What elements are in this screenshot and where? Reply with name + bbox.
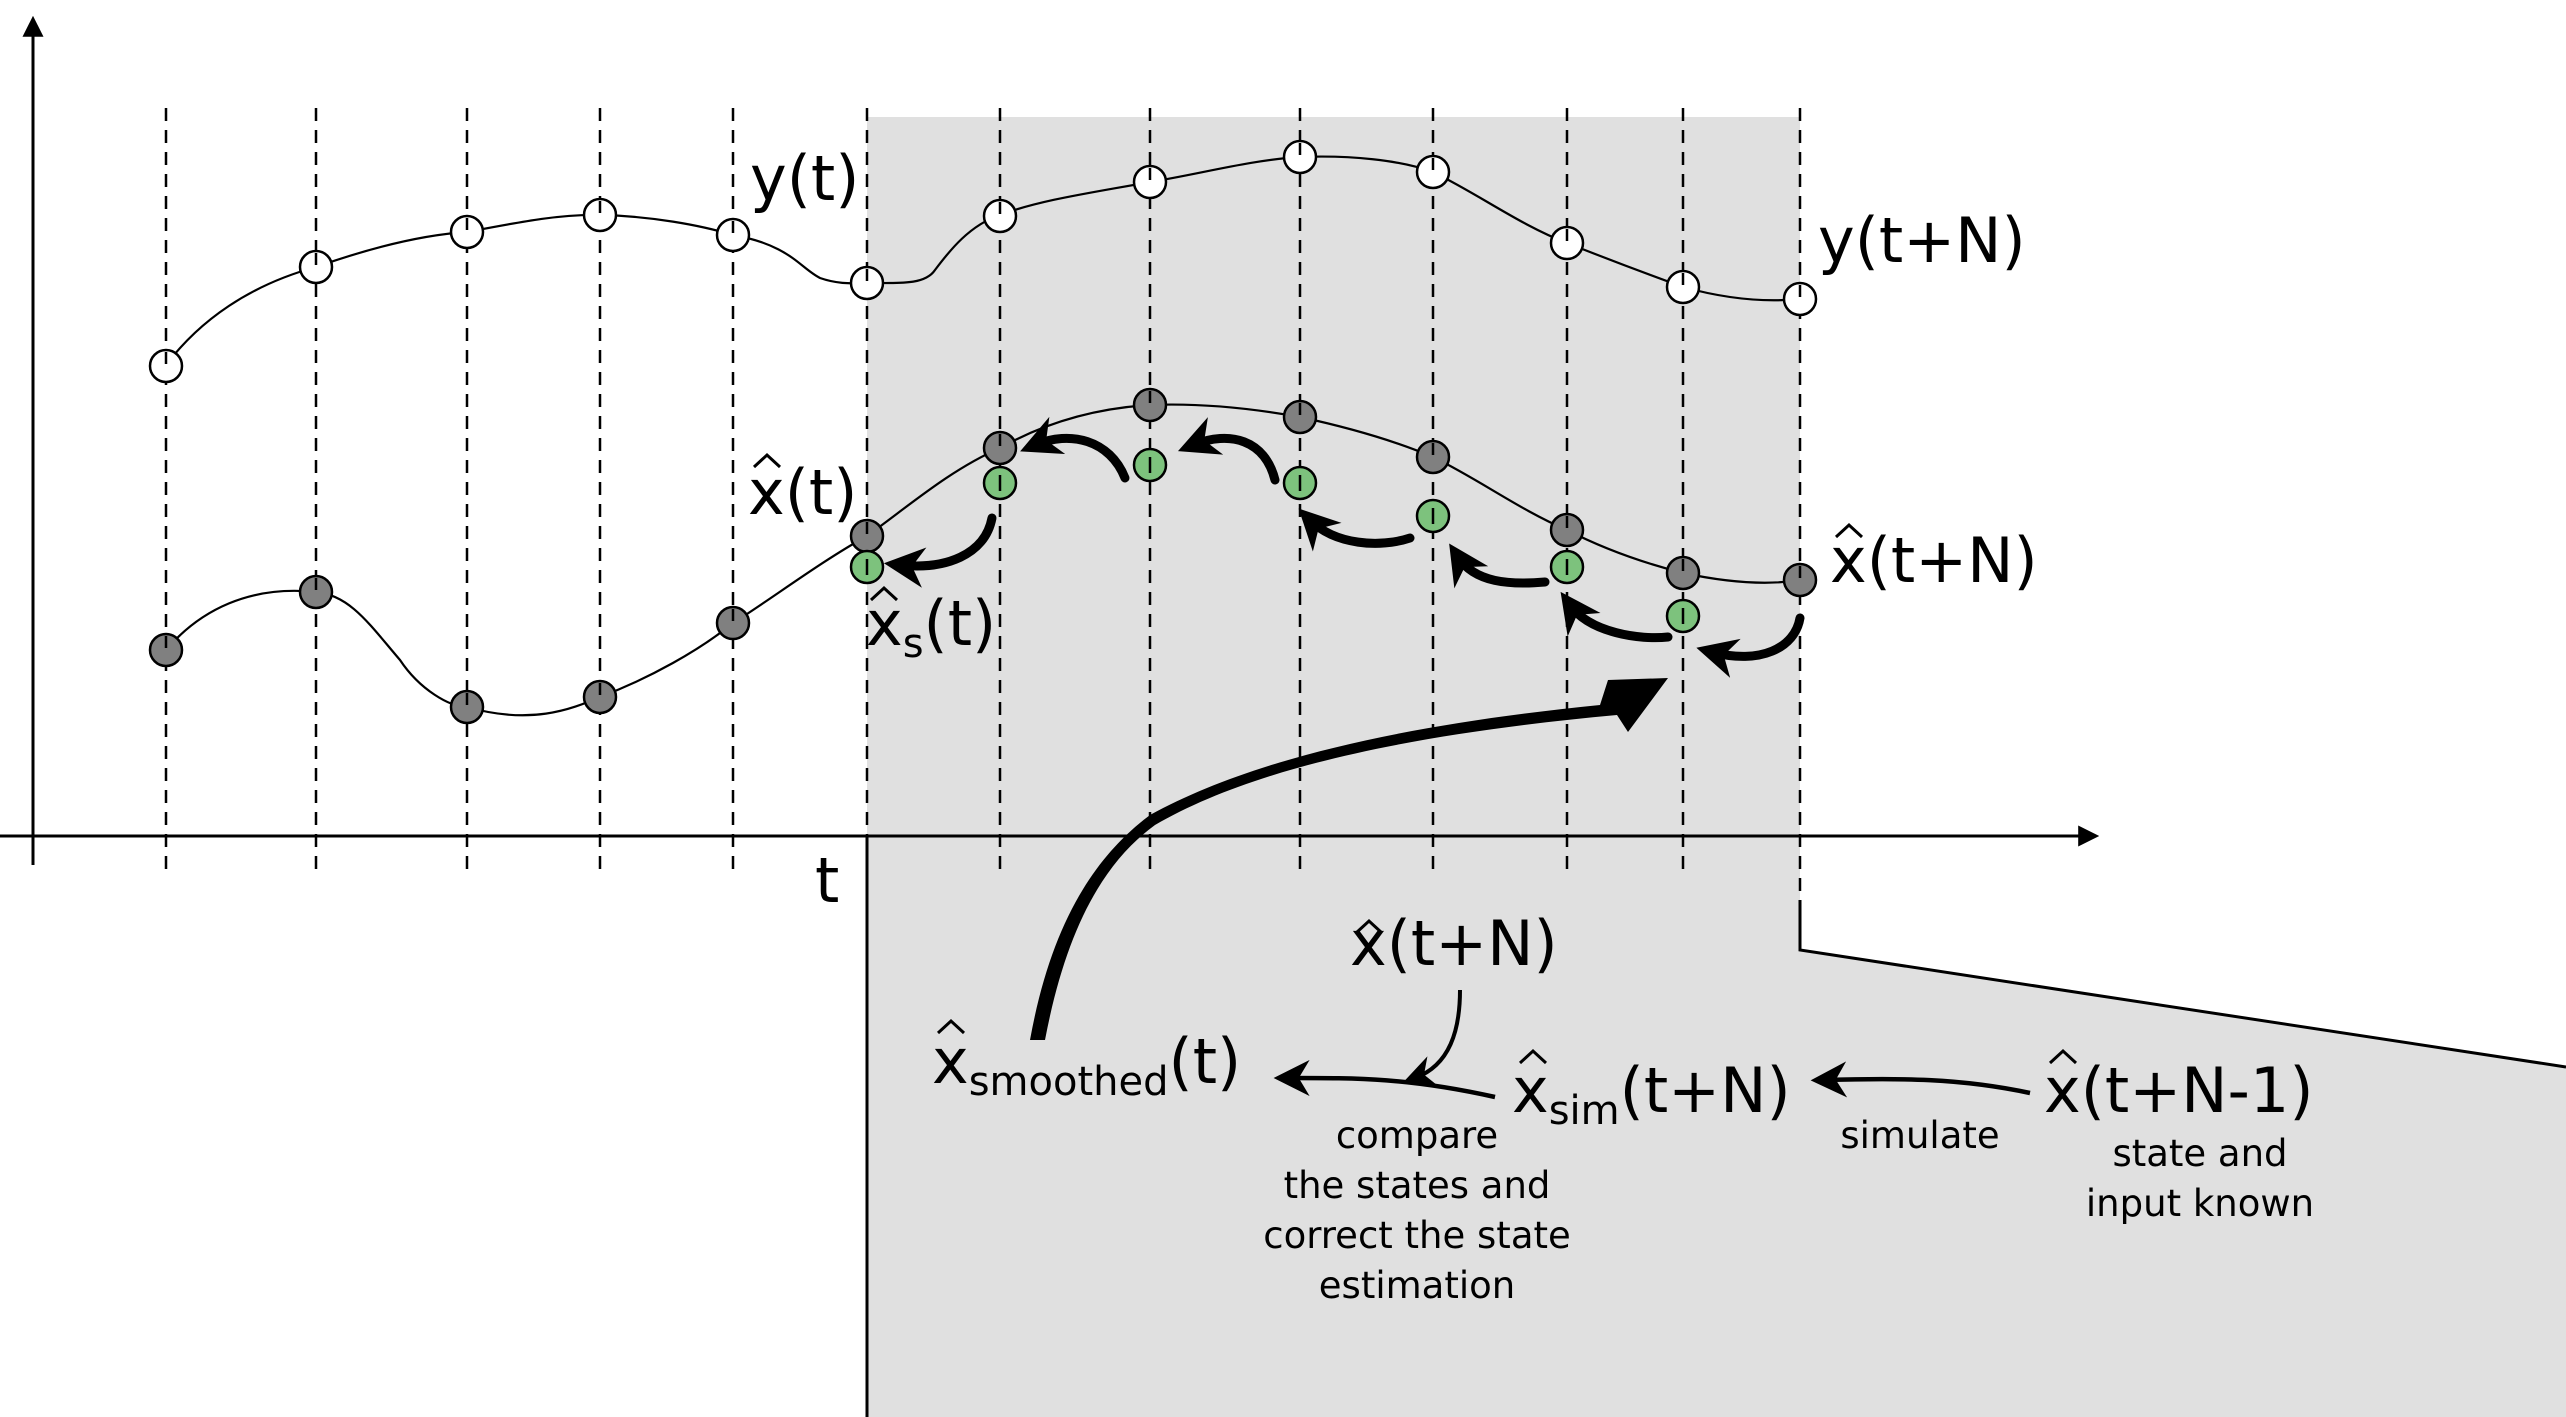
state-estimate-points xyxy=(148,387,1818,725)
measurement-label-end: y(t+N) xyxy=(1818,204,2026,277)
zoom-panel xyxy=(867,837,2566,1417)
measurement-point xyxy=(1665,269,1701,305)
measurement-point xyxy=(1782,281,1818,317)
smoothed-link-arrow xyxy=(1030,678,1668,1040)
state-estimate-point xyxy=(715,605,751,641)
state-estimate-point xyxy=(148,632,184,668)
zoom-panel-right-edge xyxy=(1798,900,2566,1069)
smoothed-state-point xyxy=(1665,598,1701,634)
compare-caption-line: correct the state xyxy=(1263,1214,1571,1257)
smoothed-state-points xyxy=(849,447,1701,634)
smoothing-arrow xyxy=(883,513,997,588)
smoothed-state-label-base: x xyxy=(866,587,903,660)
smoothing-arrow xyxy=(1560,591,1673,643)
compare-caption-line: estimation xyxy=(1319,1264,1515,1307)
measurement-point xyxy=(1415,154,1451,190)
state-estimate-point xyxy=(449,689,485,725)
hat-icon xyxy=(869,585,899,602)
smoothing-arrow xyxy=(1020,416,1130,483)
state-estimate-point xyxy=(1665,555,1701,591)
measurement-point xyxy=(298,249,334,285)
measurement-points xyxy=(148,139,1818,384)
flow-x-smoothed-tail: (t) xyxy=(1169,1025,1242,1098)
flow-x-t-plus-n-minus-1: x(t+N-1) xyxy=(2044,1054,2314,1127)
simulate-arrow xyxy=(1810,1061,2031,1098)
smoothed-state-point xyxy=(849,549,885,585)
hat-icon xyxy=(2048,1048,2078,1065)
hat-icon xyxy=(1834,522,1864,539)
state-estimate-curve xyxy=(165,403,1801,717)
compare-caption-line: the states and xyxy=(1284,1164,1551,1207)
time-label: t xyxy=(815,844,839,917)
smoothed-state-label-sub: s xyxy=(903,621,924,667)
measurement-point xyxy=(1282,139,1318,175)
measurement-point xyxy=(1132,164,1168,200)
known-caption-line: input known xyxy=(2086,1182,2314,1225)
hat-icon xyxy=(752,452,782,469)
state-estimate-point xyxy=(1782,562,1818,598)
measurement-point xyxy=(1549,225,1585,261)
measurement-point xyxy=(849,265,885,301)
state-estimate-point xyxy=(582,679,618,715)
measurement-point xyxy=(148,348,184,384)
simulate-label: simulate xyxy=(1840,1114,1999,1157)
state-estimate-point xyxy=(298,574,334,610)
state-estimate-point xyxy=(982,430,1018,466)
flow-x-smoothed: xsmoothed(t) xyxy=(932,1025,1241,1105)
smoothed-state-point xyxy=(1415,498,1451,534)
flow-x-t-plus-n: x(t+N) xyxy=(1350,907,1558,980)
smoothing-arrows xyxy=(883,416,1805,678)
estimation-window xyxy=(867,117,1800,837)
measurement-label-start: y(t) xyxy=(750,142,859,215)
smoothing-arrow xyxy=(1449,543,1550,589)
flow-x-smoothed-base: x xyxy=(932,1025,969,1098)
smoothed-state-label-tail: (t) xyxy=(924,587,997,660)
smoothing-arrow xyxy=(1177,417,1280,485)
state-label-start: x(t) xyxy=(748,456,857,529)
state-estimate-point xyxy=(1415,439,1451,475)
measurement-point xyxy=(982,198,1018,234)
state-estimate-point xyxy=(1132,387,1168,423)
smoothed-state-point xyxy=(1282,465,1318,501)
compare-arrow xyxy=(1273,1060,1496,1100)
flow-x-sim-base: x xyxy=(1512,1054,1549,1127)
correction-arrow xyxy=(1403,989,1462,1087)
compare-caption: compare the states and correct the state… xyxy=(1263,1114,1571,1307)
smoothing-arrow xyxy=(1298,508,1415,552)
smoothed-state-point xyxy=(1132,447,1168,483)
smoothed-state-point xyxy=(982,465,1018,501)
hat-accents xyxy=(752,452,2078,1065)
hat-icon xyxy=(936,1018,966,1035)
flow-x-smoothed-sub: smoothed xyxy=(969,1059,1169,1105)
smoothing-arrow xyxy=(1696,613,1805,678)
flow-x-sim-sub: sim xyxy=(1549,1088,1620,1134)
hat-icon xyxy=(1518,1048,1548,1065)
state-label-end: x(t+N) xyxy=(1830,524,2038,597)
measurement-point xyxy=(582,197,618,233)
smoothed-state-point xyxy=(1549,549,1585,585)
hat-icon xyxy=(1354,918,1384,935)
flow-x-sim: xsim(t+N) xyxy=(1512,1054,1791,1134)
smoothed-state-label: xs(t) xyxy=(866,587,996,667)
state-estimate-point xyxy=(1282,399,1318,435)
flow-x-sim-tail: (t+N) xyxy=(1620,1054,1791,1127)
sample-gridlines xyxy=(164,108,1802,900)
compare-caption-line: compare xyxy=(1336,1114,1498,1157)
measurement-point xyxy=(449,214,485,250)
known-caption: state and input known xyxy=(2086,1132,2314,1225)
state-estimate-point xyxy=(1549,512,1585,548)
measurement-point xyxy=(715,217,751,253)
known-caption-line: state and xyxy=(2112,1132,2287,1175)
